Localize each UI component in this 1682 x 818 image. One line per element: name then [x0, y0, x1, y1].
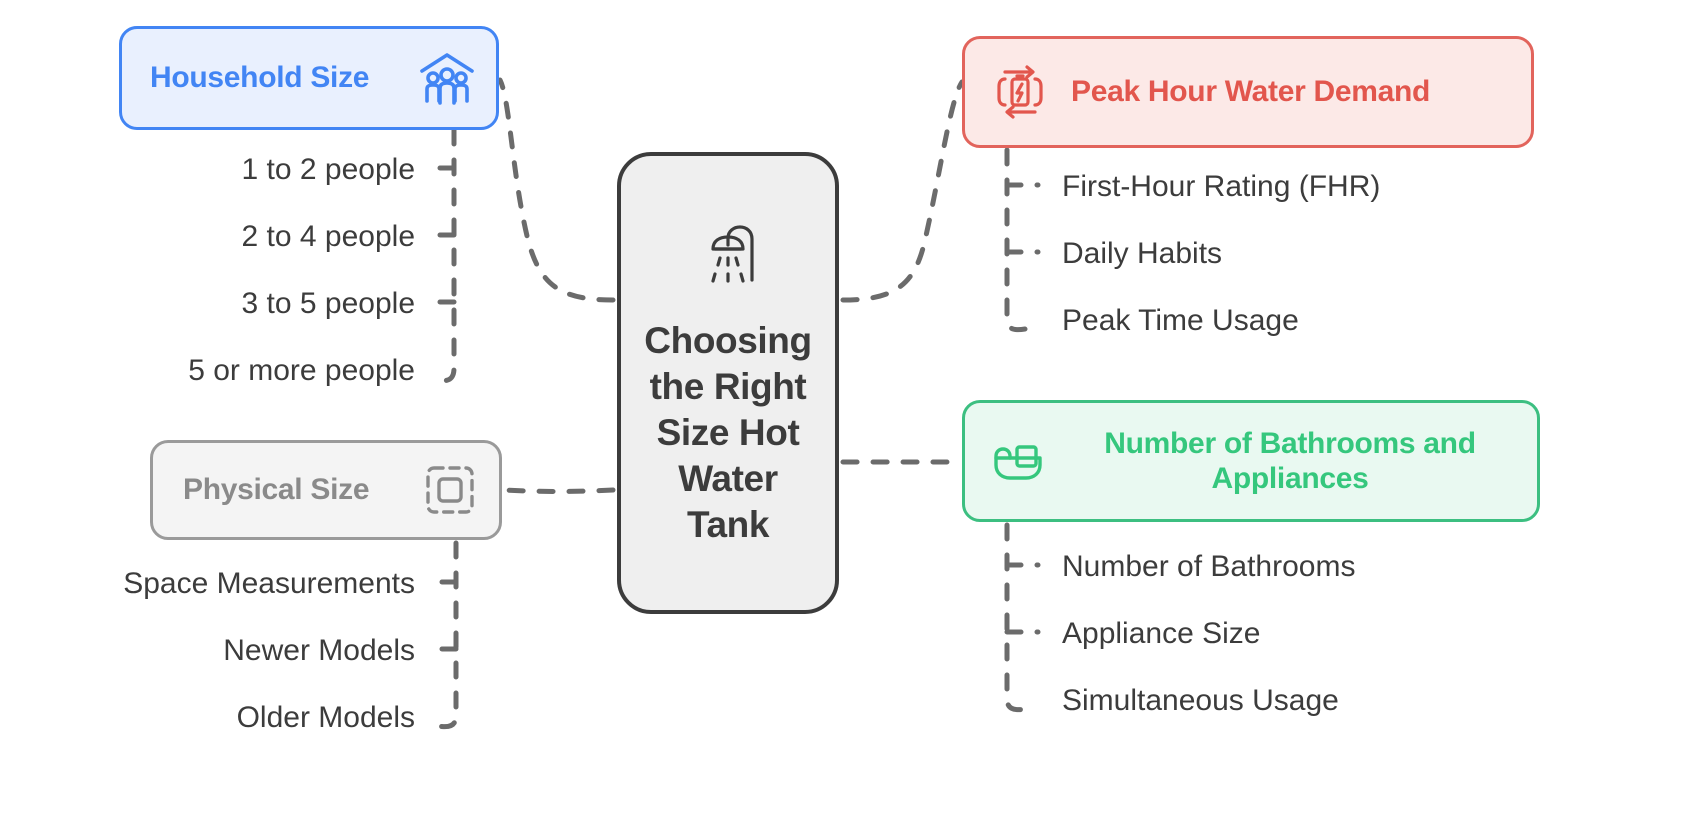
branch-label-peak: Peak Hour Water Demand: [1071, 75, 1431, 109]
battery-recycle-icon: [997, 65, 1043, 119]
connector-center-peak: [840, 79, 965, 303]
connector-physical-spine: [435, 540, 459, 730]
branch-label-household: Household Size: [150, 61, 370, 95]
branch-node-household[interactable]: Household Size: [119, 26, 499, 130]
shower-icon: [711, 225, 754, 283]
leaf-item[interactable]: 2 to 4 people: [241, 220, 415, 253]
leaf-item[interactable]: Newer Models: [223, 634, 415, 667]
branch-node-peak[interactable]: Peak Hour Water Demand: [962, 36, 1534, 148]
branch-node-bathrooms[interactable]: Number of Bathrooms and Appliances: [962, 400, 1540, 522]
connector-household-spine: [433, 127, 457, 384]
connector-center-physical: [500, 487, 616, 494]
leaf-item[interactable]: Space Measurements: [123, 567, 415, 600]
household-people-icon: [420, 53, 474, 105]
resize-square-icon: [426, 466, 474, 514]
branch-node-physical[interactable]: Physical Size: [150, 440, 502, 540]
leaf-item[interactable]: Appliance Size: [1062, 617, 1261, 650]
leaf-item[interactable]: Older Models: [236, 701, 415, 734]
leaf-item[interactable]: Peak Time Usage: [1062, 304, 1299, 337]
connector-bathrooms-spine: [1004, 522, 1028, 713]
leaf-item[interactable]: 5 or more people: [188, 354, 415, 387]
branch-label-physical: Physical Size: [183, 473, 370, 507]
leaf-item[interactable]: First-Hour Rating (FHR): [1062, 170, 1381, 203]
center-node[interactable]: Choosing the Right Size Hot Water Tank: [617, 152, 839, 614]
leaf-item[interactable]: Simultaneous Usage: [1062, 684, 1339, 717]
leaf-item[interactable]: 3 to 5 people: [241, 287, 415, 320]
leaf-item[interactable]: 1 to 2 people: [241, 153, 415, 186]
leaf-item[interactable]: Daily Habits: [1062, 237, 1223, 270]
leaf-item[interactable]: Number of Bathrooms: [1062, 550, 1356, 583]
center-node-title: Choosing the Right Size Hot Water Tank: [644, 320, 812, 545]
bathtub-icon: [994, 445, 1042, 480]
branch-label-bathrooms: Number of Bathrooms and Appliances: [1104, 426, 1476, 495]
connector-peak-spine: [1004, 147, 1028, 333]
connector-center-household: [497, 77, 616, 303]
